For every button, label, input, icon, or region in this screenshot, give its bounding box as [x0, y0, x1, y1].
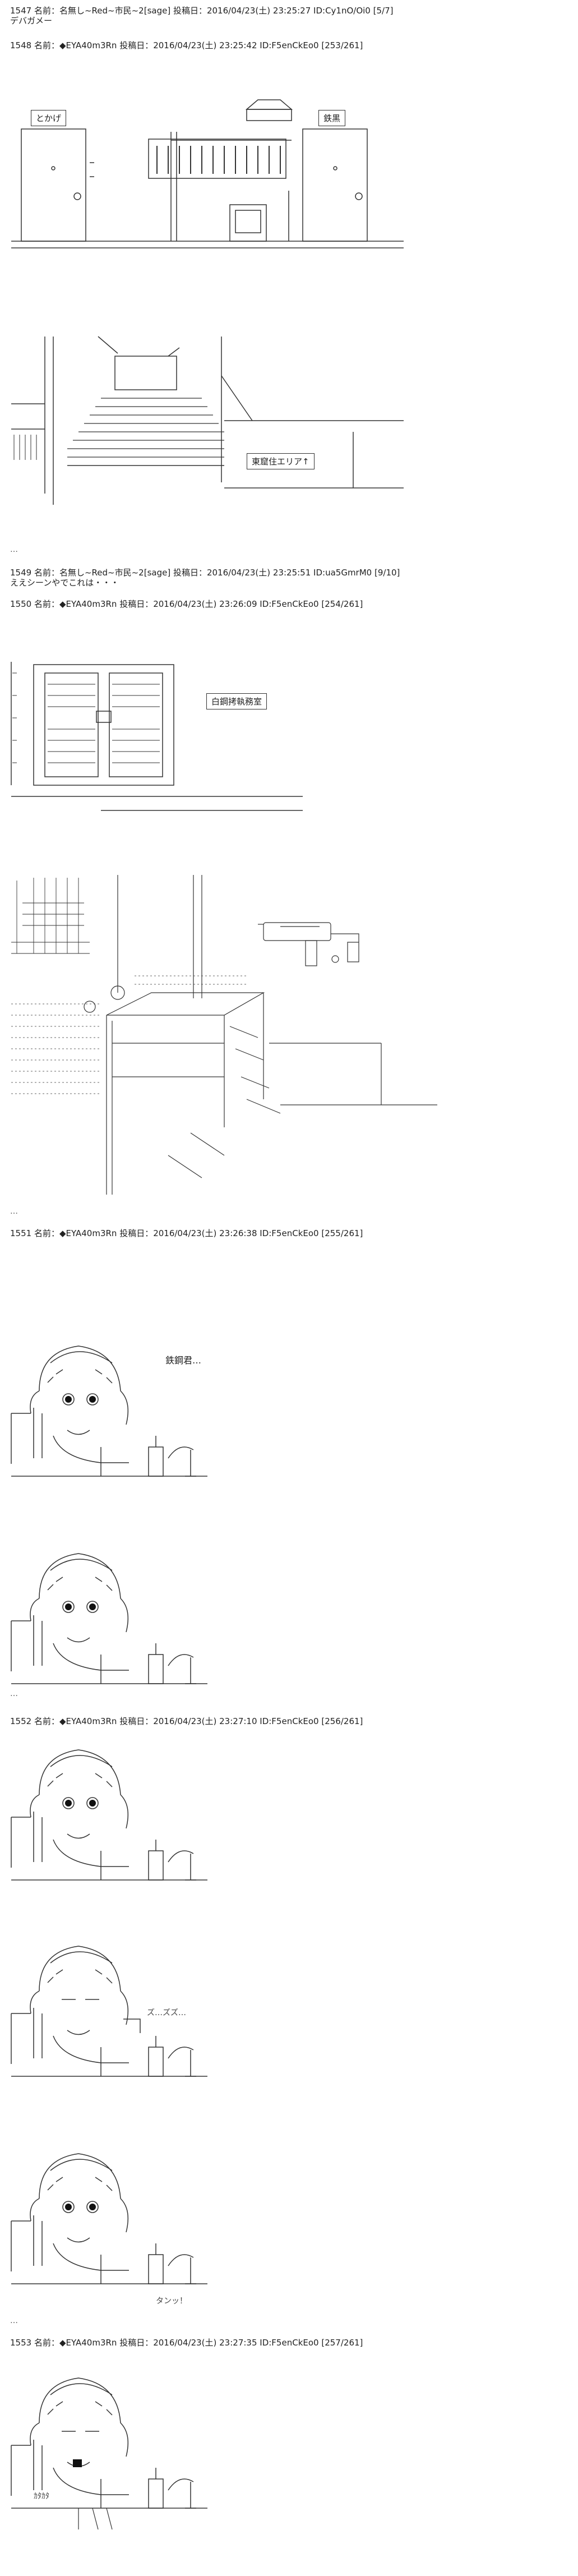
thought-text: 鉄鋼君… [165, 1355, 202, 1366]
post-header-1551: 1551 名前：◆EYA40m3Rn 投稿日：2016/04/23(土) 23:… [10, 1228, 363, 1238]
poster-id[interactable]: ID:Cy1nO/Oi0 [313, 6, 371, 16]
post-number[interactable]: 1547 [10, 6, 32, 16]
desk-room-art [0, 864, 578, 1234]
post-count: [253/261] [321, 40, 363, 50]
post-date: 投稿日：2016/04/23(土) 23:25:42 [119, 40, 257, 50]
post-number[interactable]: 1549 [10, 568, 32, 578]
mail-field: [sage] [144, 6, 171, 16]
post-date: 投稿日：2016/04/23(土) 23:27:10 [119, 1716, 257, 1726]
post-date: 投稿日：2016/04/23(土) 23:26:38 [119, 1228, 257, 1238]
sip-sfx: ズ…ズズ… [147, 2008, 186, 2017]
post-number[interactable]: 1553 [10, 2338, 32, 2348]
poster-name: 名前：◆EYA40m3Rn [34, 1228, 117, 1238]
ellipsis: … [10, 1689, 18, 1698]
post-body-1549: ええシーンやでこれは・・・ [10, 578, 119, 588]
post-count: [255/261] [321, 1228, 363, 1238]
character-panel-4 [11, 1946, 208, 2077]
ellipsis: … [10, 1207, 18, 1216]
post-header-1549: 1549 名前：名無し~Red~市民~2[sage] 投稿日：2016/04/2… [10, 568, 400, 578]
poster-id[interactable]: ID:F5enCkEo0 [260, 599, 319, 609]
post-date: 投稿日：2016/04/23(土) 23:25:51 [173, 568, 311, 578]
post-count: [257/261] [321, 2338, 363, 2348]
character-panel-3 [11, 1749, 208, 1881]
area-sign: 東窟住エリア↑ [247, 453, 315, 469]
office-sign: 白鋼拷執務室 [206, 693, 267, 709]
post-count: [9/10] [374, 568, 400, 578]
poster-id[interactable]: ID:ua5GmrM0 [313, 568, 372, 578]
poster-id[interactable]: ID:F5enCkEo0 [260, 1228, 319, 1238]
door-nameplate-left: とかげ [31, 110, 67, 126]
corridor-doors-art [0, 90, 578, 252]
staircase-art [0, 325, 578, 516]
poster-name: 名前：◆EYA40m3Rn [34, 40, 117, 50]
post-date: 投稿日：2016/04/23(土) 23:26:09 [119, 599, 257, 609]
ellipsis: … [10, 545, 18, 554]
character-panel-6 [11, 2377, 208, 2541]
post-number[interactable]: 1551 [10, 1228, 32, 1238]
post-header-1553: 1553 名前：◆EYA40m3Rn 投稿日：2016/04/23(土) 23:… [10, 2338, 363, 2348]
door-nameplate-right: 鉄黒 [318, 110, 346, 126]
post-count: [254/261] [321, 599, 363, 609]
poster-name: 名前：名無し~Red~市民~2 [34, 6, 144, 16]
tap-sfx: タンッ！ [156, 2297, 187, 2306]
office-door-art [0, 651, 578, 819]
mail-field: [sage] [144, 568, 171, 578]
character-panel-5 [11, 2153, 208, 2284]
poster-name: 名前：◆EYA40m3Rn [34, 1716, 117, 1726]
character-panel-2 [11, 1553, 208, 1684]
post-header-1552: 1552 名前：◆EYA40m3Rn 投稿日：2016/04/23(土) 23:… [10, 1716, 363, 1726]
ellipsis: … [10, 2316, 18, 2325]
post-number[interactable]: 1548 [10, 40, 32, 50]
poster-id[interactable]: ID:F5enCkEo0 [260, 1716, 319, 1726]
post-number[interactable]: 1550 [10, 599, 32, 609]
typing-sfx: ｶﾀｶﾀ [34, 2492, 49, 2501]
poster-id[interactable]: ID:F5enCkEo0 [260, 40, 319, 50]
poster-name: 名前：◆EYA40m3Rn [34, 599, 117, 609]
post-header-1547: 1547 名前：名無し~Red~市民~2[sage] 投稿日：2016/04/2… [10, 6, 394, 16]
post-number[interactable]: 1552 [10, 1716, 32, 1726]
poster-name: 名前：名無し~Red~市民~2 [34, 568, 144, 578]
post-header-1548: 1548 名前：◆EYA40m3Rn 投稿日：2016/04/23(土) 23:… [10, 40, 363, 50]
poster-id[interactable]: ID:F5enCkEo0 [260, 2338, 319, 2348]
post-date: 投稿日：2016/04/23(土) 23:27:35 [119, 2338, 257, 2348]
post-count: [5/7] [373, 6, 394, 16]
poster-name: 名前：◆EYA40m3Rn [34, 2338, 117, 2348]
post-header-1550: 1550 名前：◆EYA40m3Rn 投稿日：2016/04/23(土) 23:… [10, 599, 363, 609]
post-body-1547: デバガメー [10, 16, 53, 26]
post-date: 投稿日：2016/04/23(土) 23:25:27 [173, 6, 311, 16]
post-count: [256/261] [321, 1716, 363, 1726]
